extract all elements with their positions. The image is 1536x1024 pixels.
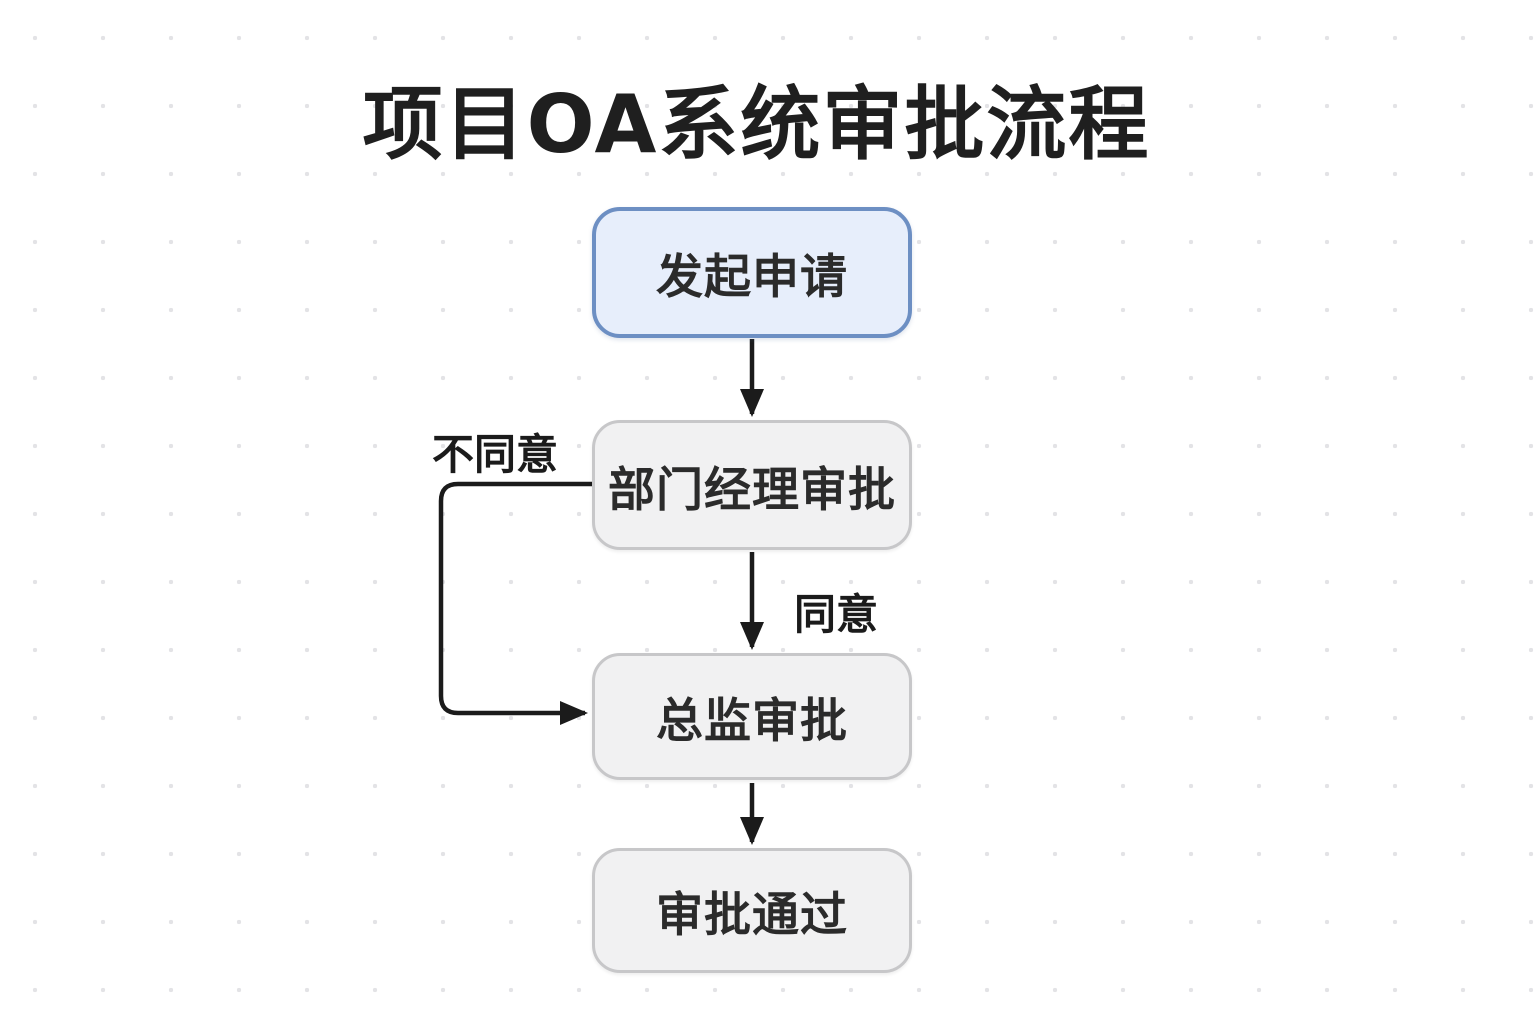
node-label: 审批通过: [656, 888, 848, 943]
node-label: 总监审批: [656, 694, 848, 749]
node-label: 部门经理审批: [608, 462, 896, 518]
edge-label-agree: 同意: [794, 590, 879, 639]
edge-manager-to-director-disagree: [438, 481, 592, 725]
node-label: 发起申请: [656, 250, 848, 305]
node-director-approval: 总监审批: [592, 653, 912, 780]
node-manager-approval: 部门经理审批: [592, 420, 912, 550]
diagram-title: 项目OA系统审批流程: [362, 78, 1151, 171]
node-start-request: 发起申请: [592, 207, 912, 338]
edge-label-disagree: 不同意: [432, 430, 559, 479]
node-approval-passed: 审批通过: [592, 848, 912, 973]
